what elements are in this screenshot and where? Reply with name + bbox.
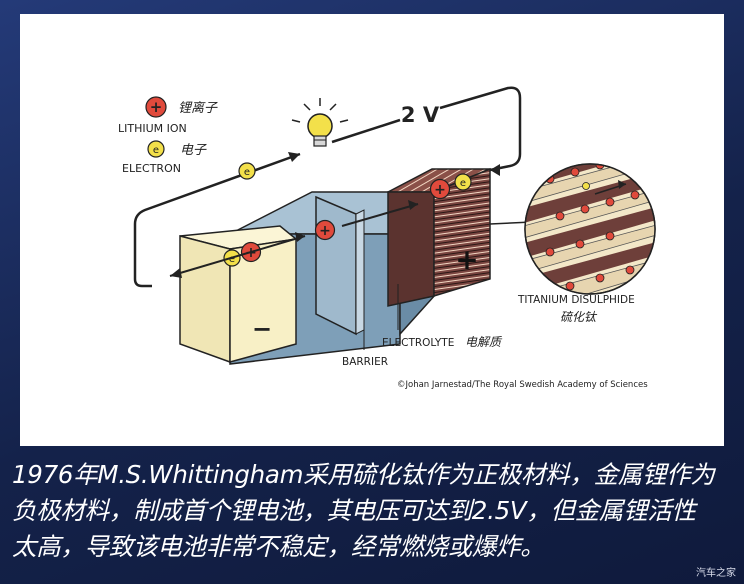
diagram-panel: + 锂离子 LITHIUM ION e 电子 ELECTRON 2 V: [20, 14, 724, 446]
svg-text:+: +: [319, 223, 331, 239]
image-credit: ©Johan Jarnestad/The Royal Swedish Acade…: [397, 380, 648, 390]
legend-lithium-ion-cn: 锂离子: [178, 100, 218, 116]
caption-line-1: 1976年M.S.Whittingham采用硫化钛作为正极材料，金属锂作为: [12, 460, 715, 489]
voltage-label: 2 V: [401, 103, 440, 127]
electrolyte-label-cn: 电解质: [465, 335, 503, 349]
legend-ion-symbol: +: [150, 98, 163, 116]
svg-text:e: e: [460, 178, 466, 189]
light-bulb-icon: [291, 98, 349, 147]
caption-text: 1976年M.S.Whittingham采用硫化钛作为正极材料，金属锂作为 负极…: [12, 457, 738, 565]
anode-block: −: [179, 225, 298, 364]
svg-text:+: +: [434, 182, 446, 198]
barrier-ion: +: [314, 219, 336, 241]
positive-terminal-symbol: +: [455, 243, 478, 276]
barrier-membrane: [315, 195, 365, 336]
wire-arrowhead-left: [288, 152, 300, 162]
negative-terminal-symbol: −: [252, 315, 272, 343]
svg-text:e: e: [244, 167, 250, 178]
wire-electron: e: [238, 162, 256, 180]
circuit-wire-left: [133, 152, 301, 288]
barrier-label: BARRIER: [342, 356, 388, 368]
cathode-ion: +: [429, 178, 451, 200]
legend-lithium-ion: + 锂离子 LITHIUM ION: [118, 96, 218, 135]
cathode-electron: e: [454, 173, 472, 191]
legend-ion-icon: [145, 96, 167, 118]
svg-text:e: e: [229, 254, 235, 265]
battery-diagram: + 锂离子 LITHIUM ION e 电子 ELECTRON 2 V: [118, 86, 656, 390]
legend-electron-symbol: e: [153, 145, 159, 156]
legend-electron-icon: [147, 140, 165, 158]
titanium-label-cn: 硫化钛: [560, 310, 598, 324]
legend-electron-en: ELECTRON: [122, 162, 181, 175]
legend-lithium-ion-en: LITHIUM ION: [118, 122, 187, 135]
titanium-label-en: TITANIUM DISULPHIDE: [517, 294, 635, 306]
circuit-wire-mid: [331, 118, 401, 144]
wire-arrowhead-right: [490, 164, 500, 176]
circuit-wire-right: [439, 86, 522, 172]
caption-line-3: 太高，导致该电池非常不稳定，经常燃烧或爆炸。: [12, 532, 545, 561]
electrolyte-label-en: ELECTROLYTE: [382, 337, 454, 349]
legend-electron-cn: 电子: [180, 143, 207, 158]
legend-electron: e 电子 ELECTRON: [122, 140, 207, 175]
watermark: 汽车之家: [696, 568, 736, 579]
ion-flow-arrows: [169, 200, 419, 278]
titanium-lattice-zoom: [524, 163, 656, 295]
caption-line-2: 负极材料，制成首个锂电池，其电压可达到2.5V，但金属锂活性: [12, 496, 696, 525]
